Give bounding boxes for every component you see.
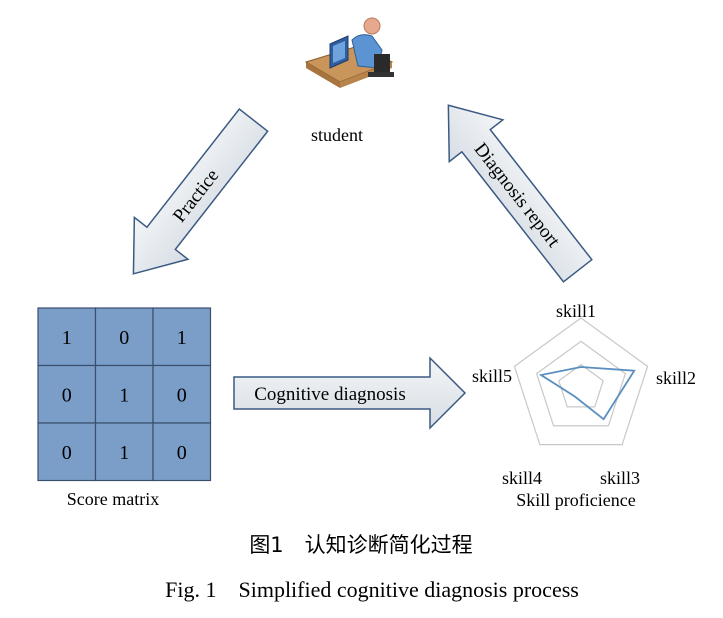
matrix-cell-value: 0 xyxy=(177,384,187,406)
radar-proficiency-polygon xyxy=(538,366,636,421)
radar-skill-label: skill3 xyxy=(600,468,640,488)
score-matrix: 1 0 1 0 1 0 0 1 0 xyxy=(37,307,212,482)
matrix-cell-value: 0 xyxy=(62,384,72,406)
matrix-cell-value: 0 xyxy=(119,327,129,349)
figure-caption-chinese: 图1 认知诊断简化过程 xyxy=(249,533,472,557)
matrix-cell-value: 1 xyxy=(119,384,129,406)
matrix-cell xyxy=(152,307,212,367)
cognitive-diagnosis-arrow: Cognitive diagnosis xyxy=(233,356,467,430)
radar-skill-label: skill4 xyxy=(502,468,542,488)
matrix-cell xyxy=(37,422,97,482)
matrix-cell-value: 1 xyxy=(62,327,72,349)
radar-grid-ring xyxy=(513,317,649,446)
matrix-cell-value: 0 xyxy=(177,442,187,464)
skill-radar-chart: skill1 skill2 skill3 skill4 skill5 xyxy=(472,301,696,488)
matrix-cell xyxy=(94,364,154,424)
skill-proficience-caption: Skill proficience xyxy=(516,490,635,510)
radar-skill-label: skill2 xyxy=(656,368,696,388)
radar-skill-label: skill5 xyxy=(472,366,512,386)
practice-arrow: Practice xyxy=(132,108,269,275)
matrix-cell xyxy=(37,364,97,424)
matrix-cell xyxy=(152,422,212,482)
radar-grid-ring xyxy=(535,340,627,427)
radar-skill-label: skill1 xyxy=(556,301,596,321)
radar-grid-ring xyxy=(558,363,604,408)
score-matrix-caption: Score matrix xyxy=(67,489,159,509)
matrix-cell-value: 0 xyxy=(62,442,72,464)
diagnosis-report-arrow: Diagnosis report xyxy=(447,104,593,283)
cognitive-diagnosis-label: Cognitive diagnosis xyxy=(254,384,405,405)
student-label: student xyxy=(311,125,363,145)
matrix-cell-value: 1 xyxy=(177,327,187,349)
matrix-cell-value: 1 xyxy=(119,442,129,464)
student-computer-icon xyxy=(304,17,394,88)
figure-caption-english: Fig. 1 Simplified cognitive diagnosis pr… xyxy=(165,577,579,602)
matrix-cell xyxy=(152,364,212,424)
diagnosis-report-label: Diagnosis report xyxy=(470,139,565,252)
